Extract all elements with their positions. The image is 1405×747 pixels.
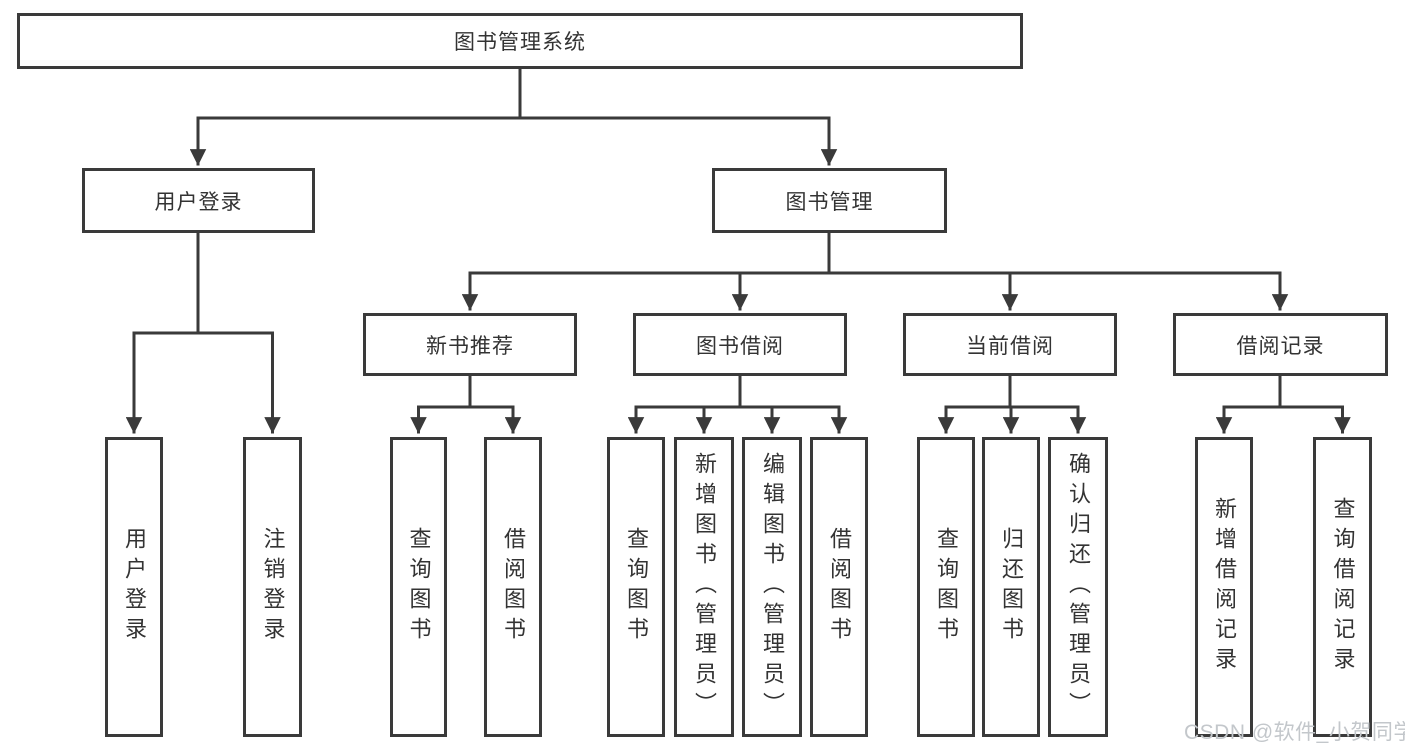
leaf-newbook-borrow-books: 借阅图书 — [484, 437, 542, 737]
connector-root-to-level2 — [189, 67, 838, 166]
leaf-records-add-record: 新增借阅记录 — [1195, 437, 1253, 737]
connector-bookborrow-children — [627, 374, 848, 434]
leaf-user-login: 用户登录 — [105, 437, 163, 737]
node-current-borrow: 当前借阅 — [903, 313, 1117, 376]
leaf-logout: 注销登录 — [243, 437, 302, 737]
csdn-watermark: CSDN @软件_小贺同学 — [1184, 721, 1405, 744]
node-user-login: 用户登录 — [82, 168, 315, 233]
connector-newbookrec-children — [410, 374, 522, 434]
node-borrow-records: 借阅记录 — [1173, 313, 1388, 376]
leaf-current-confirm-return-admin: 确认归还（管理员） — [1048, 437, 1108, 737]
leaf-borrow-add-books-admin: 新增图书（管理员） — [674, 437, 734, 737]
connector-currentborrow-children — [937, 374, 1087, 434]
leaf-records-query-record: 查询借阅记录 — [1313, 437, 1372, 737]
connector-userlogin-children — [125, 231, 281, 434]
node-new-book-recommend: 新书推荐 — [363, 313, 577, 376]
leaf-borrow-edit-books-admin: 编辑图书（管理员） — [742, 437, 802, 737]
node-book-borrow: 图书借阅 — [633, 313, 847, 376]
connector-borrowrecords-children — [1215, 374, 1351, 434]
connector-bookmgmt-to-level3 — [461, 231, 1289, 311]
node-library-management-system: 图书管理系统 — [17, 13, 1023, 69]
leaf-borrow-query-books: 查询图书 — [607, 437, 665, 737]
node-book-management: 图书管理 — [712, 168, 947, 233]
leaf-current-return-books: 归还图书 — [982, 437, 1040, 737]
leaf-borrow-borrow-books: 借阅图书 — [810, 437, 868, 737]
leaf-newbook-query-books: 查询图书 — [390, 437, 447, 737]
leaf-current-query-books: 查询图书 — [917, 437, 975, 737]
